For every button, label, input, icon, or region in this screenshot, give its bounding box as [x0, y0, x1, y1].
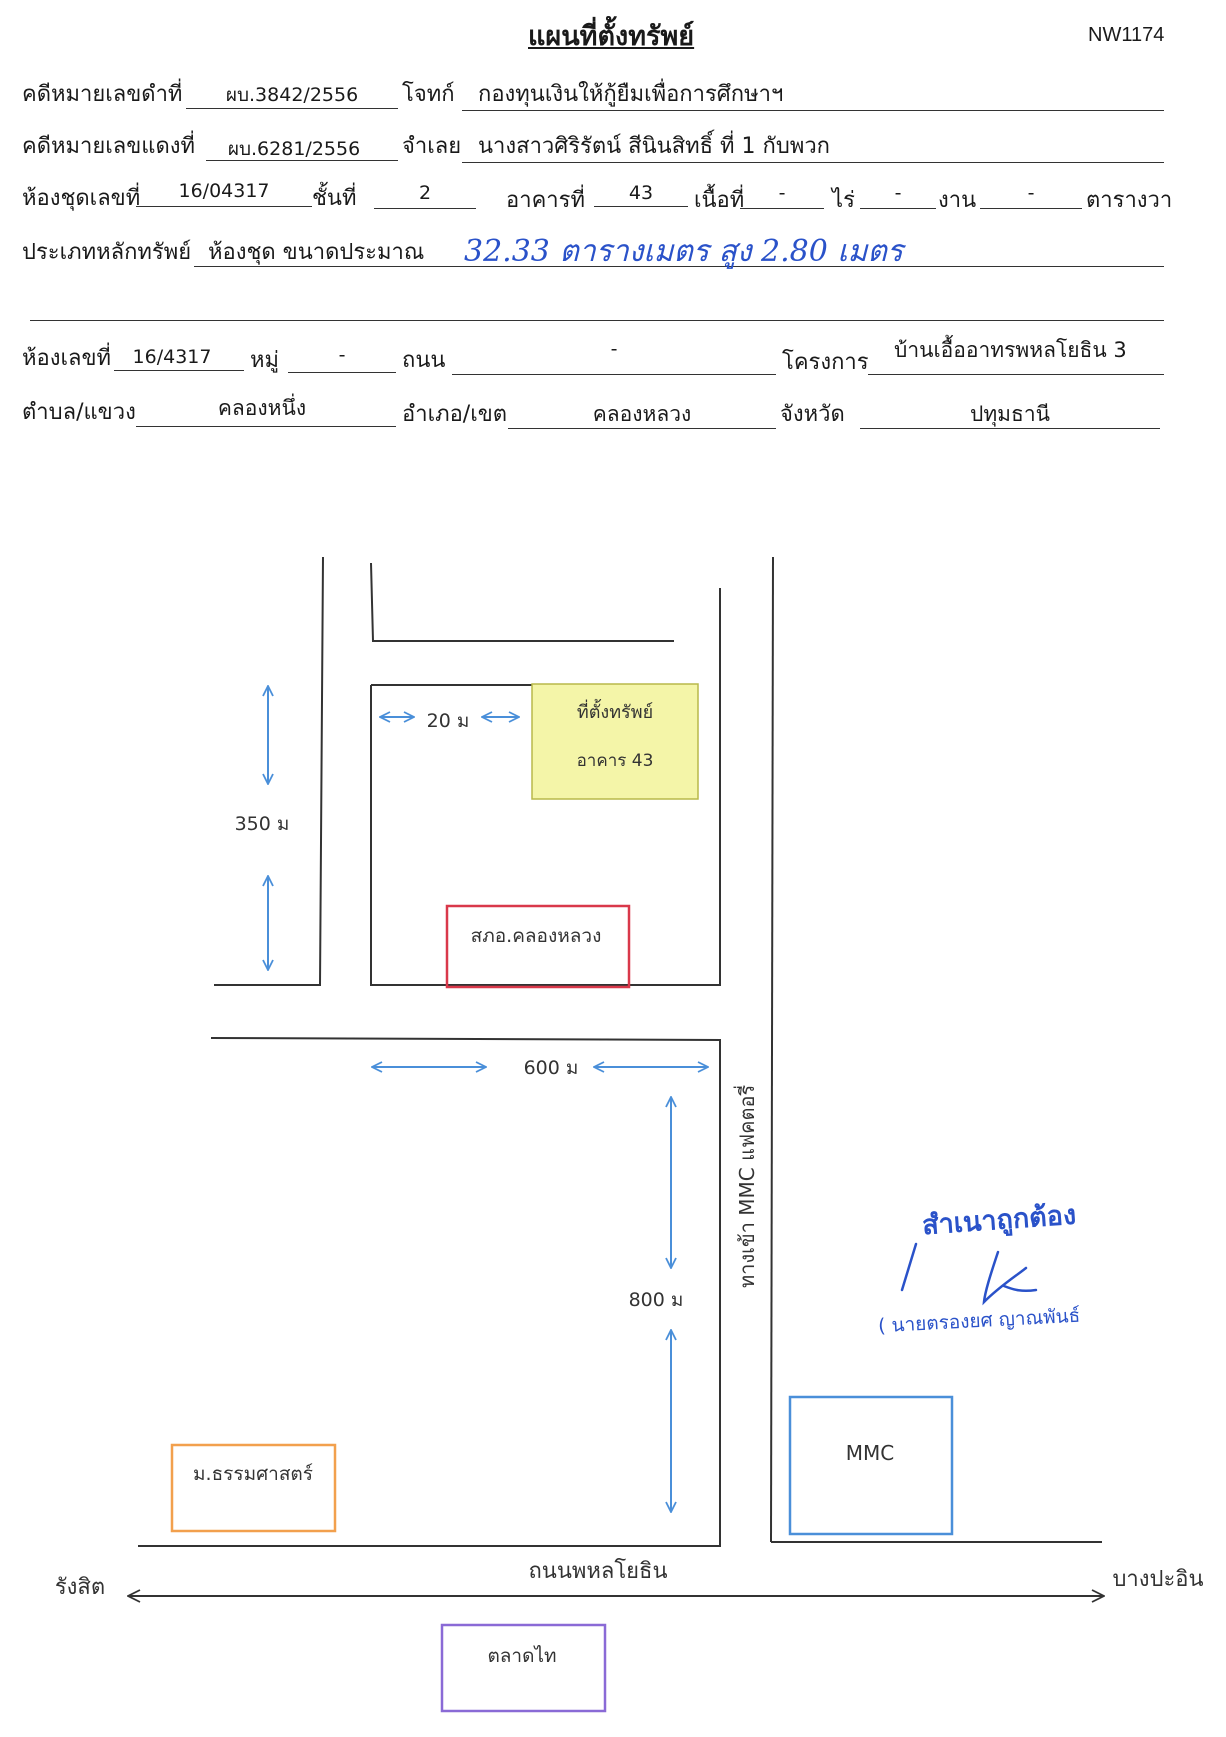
asset-type-label: ประเภทหลักทรัพย์ — [22, 240, 192, 265]
red-case-underline — [206, 160, 398, 161]
subdistrict-value: คลองหนึ่ง — [217, 396, 307, 420]
project-underline — [868, 374, 1164, 375]
ngan-value: - — [1027, 182, 1035, 204]
police-station-box — [445, 904, 631, 989]
room-no-underline — [114, 370, 244, 371]
ngan-label: งาน — [938, 188, 977, 213]
property-location-box — [531, 683, 699, 800]
red-case-label: คดีหมายเลขแดงที่ — [22, 134, 196, 159]
district-underline — [508, 428, 776, 429]
page-title: แผนที่ตั้งทรัพย์ — [528, 21, 695, 52]
black-case-value: ผบ.3842/2556 — [225, 84, 359, 106]
distance-800m: 800 ม — [629, 1289, 684, 1311]
rai-label: ไร่ — [832, 188, 855, 213]
asset-type-underline — [194, 266, 1164, 267]
moo-value: - — [338, 344, 346, 366]
market-label: ตลาดไท — [487, 1645, 556, 1667]
condo-no-value: 16/04317 — [178, 180, 270, 202]
area-label: เนื้อที่ — [694, 188, 745, 213]
province-value: ปทุมธานี — [970, 402, 1050, 426]
ngan-underline — [980, 208, 1082, 209]
property-title: ที่ตั้งทรัพย์ — [577, 699, 653, 723]
plaintiff-label: โจทก์ — [402, 82, 455, 107]
road-label: ถนน — [402, 348, 446, 373]
sqwa-label: ตารางวา — [1086, 188, 1173, 213]
area-value: - — [778, 182, 786, 204]
mmc-box — [788, 1395, 954, 1536]
moo-label: หมู่ — [250, 348, 280, 373]
rai-underline — [860, 208, 936, 209]
police-station-label: สภอ.คลองหลวง — [471, 925, 602, 947]
project-label: โครงการ — [782, 350, 869, 375]
building-underline — [594, 206, 688, 207]
black-case-underline — [186, 108, 398, 109]
distance-20m: 20 ม — [427, 710, 470, 732]
subdistrict-label: ตำบล/แขวง — [22, 400, 136, 425]
subdistrict-underline — [136, 426, 396, 427]
floor-value: 2 — [418, 182, 432, 204]
road-value: - — [610, 338, 618, 360]
province-label: จังหวัด — [780, 402, 845, 427]
floor-label: ชั้นที่ — [312, 186, 357, 211]
distance-350m: 350 ม — [235, 813, 290, 835]
condo-no-underline — [136, 206, 312, 207]
distance-600m: 600 ม — [524, 1057, 579, 1079]
plaintiff-value: กองทุนเงินให้กู้ยืมเพื่อการศึกษาฯ — [478, 82, 784, 107]
mmc-road-label: ทางเข้า MMC แฟคตอรี่ — [733, 1084, 759, 1288]
building-label: อาคารที่ — [506, 188, 585, 213]
building-value: 43 — [628, 182, 654, 204]
room-no-value: 16/4317 — [132, 346, 212, 368]
property-building: อาคาร 43 — [577, 751, 654, 771]
defendant-underline — [462, 162, 1164, 163]
signature — [900, 1242, 1038, 1306]
road-lines — [138, 556, 1102, 1547]
area-underline — [740, 208, 824, 209]
road-underline — [452, 374, 776, 375]
distance-arrows — [268, 686, 708, 1512]
right-direction-label: บางปะอิน — [1112, 1567, 1203, 1592]
document-id: NW1174 — [1088, 24, 1165, 46]
defendant-value: นางสาวศิริรัตน์ สีนินสิทธิ์ ที่ 1 กับพวก — [478, 134, 830, 159]
plaintiff-underline — [462, 110, 1164, 111]
rai-value: - — [894, 182, 902, 204]
defendant-label: จำเลย — [402, 134, 462, 159]
district-label: อำเภอ/เขต — [402, 402, 508, 427]
market-box — [440, 1623, 607, 1713]
condo-no-label: ห้องชุดเลขที่ — [22, 186, 141, 211]
mmc-label: MMC — [846, 1441, 894, 1465]
thammasat-box — [170, 1443, 337, 1533]
room-no-label: ห้องเลขที่ — [22, 346, 111, 371]
black-case-label: คดีหมายเลขดำที่ — [22, 82, 183, 107]
project-value: บ้านเอื้ออาทรพหลโยธิน 3 — [894, 338, 1127, 362]
moo-underline — [288, 372, 396, 373]
red-case-value: ผบ.6281/2556 — [227, 138, 361, 160]
floor-underline — [374, 208, 476, 209]
blank-underline — [30, 320, 1164, 321]
district-value: คลองหลวง — [592, 402, 692, 426]
main-road-label: ถนนพหลโยธิน — [528, 1558, 667, 1584]
asset-size-handwritten: 32.33 ตารางเมตร สูง 2.80 เมตร — [464, 234, 903, 269]
left-direction-label: รังสิต — [55, 1575, 105, 1600]
thammasat-label: ม.ธรรมศาสตร์ — [193, 1463, 313, 1485]
asset-type-value: ห้องชุด ขนาดประมาณ — [208, 240, 425, 265]
province-underline — [860, 428, 1160, 429]
